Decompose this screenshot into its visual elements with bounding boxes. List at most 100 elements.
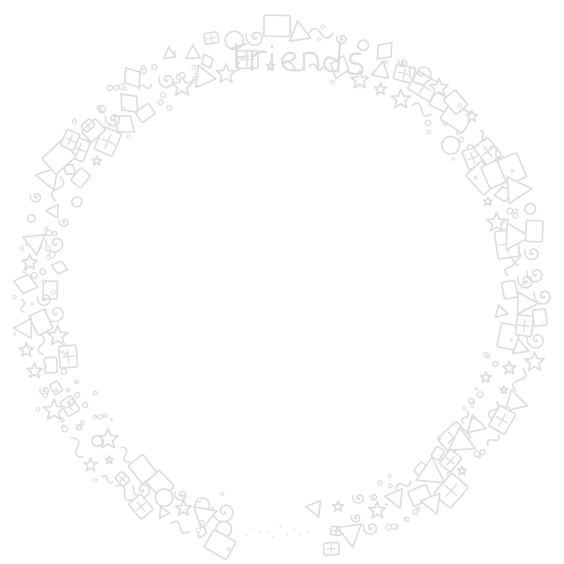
doodle-spiral [350, 514, 361, 523]
doodle-star [18, 342, 35, 358]
sparkle-dot [452, 421, 457, 426]
doodle-glyph [65, 401, 75, 412]
doodle-glyph [326, 543, 337, 554]
doodle-dot [166, 104, 173, 111]
sparkle-dot [43, 364, 48, 368]
doodle-dot [458, 136, 465, 143]
sparkle-dot [426, 129, 431, 134]
doodle-dot [79, 420, 85, 426]
sparkle-dot [505, 406, 511, 411]
gap-trail-dot [279, 525, 282, 529]
sparkle-dot [509, 338, 513, 342]
doodle-glyph [332, 527, 340, 535]
doodle-square [203, 529, 237, 561]
doodle-glyph [444, 483, 458, 498]
doodle-dot [159, 91, 167, 99]
doodle-spiral [362, 522, 378, 536]
doodle-diamond [329, 54, 350, 80]
doodle-glyph [84, 122, 92, 129]
sparkle-dot [438, 437, 442, 441]
doodle-square [127, 454, 158, 485]
sparkle-dot [110, 417, 113, 421]
doodle-dot [512, 208, 519, 215]
doodle-triangle [494, 304, 509, 319]
doodle-glyph [136, 501, 147, 512]
doodle-diamond [123, 67, 141, 88]
doodle-diamond [62, 163, 77, 176]
doodle-star [170, 74, 194, 96]
sparkle-dot [45, 254, 51, 261]
doodle-triangle [185, 44, 202, 60]
doodle-wave [460, 410, 470, 425]
doodle-dot [106, 84, 114, 92]
doodle-triangle [158, 506, 171, 519]
doodle-star [42, 398, 66, 421]
doodle-dot [113, 84, 120, 91]
doodle-spiral [397, 59, 408, 68]
doodle-star [215, 62, 237, 84]
doodle-diamond [376, 42, 393, 60]
doodle-dot [467, 397, 475, 404]
doodle-spiral [29, 192, 42, 203]
sparkle-dot [71, 119, 78, 125]
doodle-dot [151, 63, 158, 71]
doodle-dot [412, 508, 419, 515]
sparkle-dot [372, 494, 378, 500]
doodle-wave [514, 251, 522, 267]
doodle-star [368, 500, 387, 519]
doodle-dot [385, 523, 393, 531]
sparkle-dot [451, 157, 456, 161]
doodle-dot [483, 351, 489, 357]
doodle-triangle [44, 203, 59, 219]
sparkle-dot [510, 169, 515, 173]
doodle-wave [37, 333, 46, 356]
doodle-dot [44, 245, 52, 252]
doodle-star [465, 109, 479, 123]
doodle-glyph [65, 134, 76, 146]
doodle-triangle [370, 60, 390, 80]
sparkle-dot [121, 107, 125, 112]
doodle-star [97, 427, 120, 449]
doodle-dot [65, 387, 71, 393]
sparkle-dot [522, 308, 526, 313]
doodle-dot [82, 401, 89, 409]
doodle-star [91, 155, 103, 166]
doodle-wave [504, 257, 515, 277]
doodle-diamond [12, 273, 39, 295]
doodle-square [442, 89, 469, 115]
sparkle-dot [13, 332, 17, 336]
doodle-circle [26, 214, 36, 224]
doodle-dot [377, 480, 383, 486]
doodle-diamond [120, 93, 139, 114]
doodle-triangle [419, 492, 441, 516]
doodle-spiral [44, 306, 64, 323]
doodle-wave [308, 63, 324, 71]
doodle-dot [178, 71, 186, 79]
doodle-wave [395, 480, 412, 490]
doodle-triangle [195, 64, 217, 89]
doodle-star [479, 371, 493, 383]
doodle-wave [489, 145, 503, 159]
doodle-square [524, 219, 544, 243]
sparkle-dot [191, 80, 195, 84]
doodle-star [499, 385, 509, 395]
gap-trail-dot [292, 527, 295, 531]
sparkle-dot [387, 474, 392, 479]
sparkle-dot [405, 517, 410, 522]
doodle-dot [455, 129, 461, 136]
doodle-star [501, 360, 517, 375]
doodle-dot [61, 425, 69, 433]
doodle-dot [102, 413, 108, 419]
sparkle-dot [384, 503, 388, 507]
doodle-triangle [505, 222, 532, 251]
doodle-glyph [517, 319, 531, 333]
doodle-triangle [21, 233, 47, 256]
gap-trail-dot [299, 533, 302, 536]
sparkle-dot [63, 352, 68, 356]
doodle-triangle [163, 46, 177, 60]
friends-lettering-art [230, 40, 364, 76]
sparkle-dot [446, 472, 451, 477]
gap-trail-dot [265, 530, 268, 533]
sparkle-dot [22, 269, 27, 274]
